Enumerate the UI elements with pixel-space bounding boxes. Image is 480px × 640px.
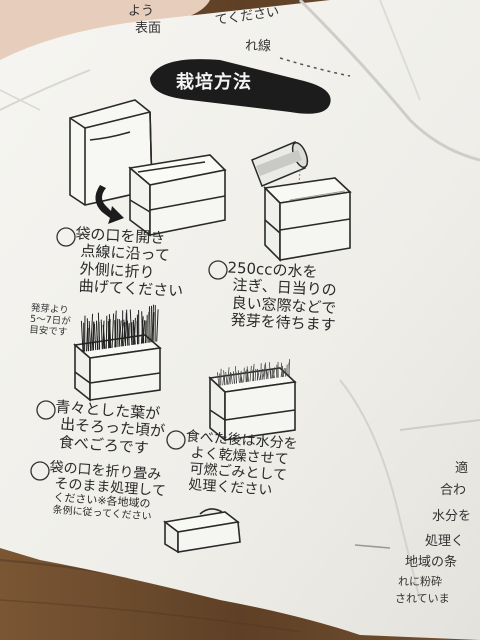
sprout-note: 発芽より 5〜7日が 目安です (29, 303, 72, 340)
step-number-circles (30, 227, 228, 481)
step1-illustration (69, 99, 227, 237)
package-title: 栽培方法 (176, 72, 252, 93)
top-snippet-4: れ線 (245, 39, 272, 54)
grass-blade (280, 362, 283, 378)
grass-blade (217, 372, 220, 386)
grass-blade (86, 318, 90, 352)
grass-blade (151, 304, 154, 343)
step2-box (263, 177, 352, 262)
grass-blade (116, 318, 119, 348)
grass-blade (271, 369, 273, 379)
title-band-text: 栽培方法 (150, 60, 335, 100)
grass-blade (243, 367, 245, 383)
grass-blade (114, 320, 116, 348)
grass-blade (88, 320, 91, 351)
grass-blade (130, 322, 133, 346)
grass-blade (246, 369, 249, 382)
step-5: ⑤袋の口を折り畳み そのまま処理して ください※各地域の 条例に従ってください (32, 458, 167, 523)
grass-blade (102, 325, 106, 349)
right-edge-4: 処理く (425, 534, 465, 549)
water-cup-icon (251, 141, 309, 187)
grass-blade (263, 364, 266, 380)
grass-blade (235, 366, 237, 384)
step4-illustration (208, 359, 297, 442)
grass-blade (223, 370, 226, 386)
top-snippet-1: よう (128, 4, 155, 19)
grass-blade (230, 373, 233, 385)
grass-blade (240, 373, 243, 383)
fold-arrow-icon (95, 185, 124, 224)
grass-blade (132, 319, 136, 345)
step3-illustration (73, 304, 162, 402)
grass-blade (105, 315, 108, 349)
grass-blade (252, 369, 254, 382)
grass-blade (156, 309, 159, 342)
grass-blade (222, 374, 225, 386)
grass-blade (272, 368, 275, 379)
right-edge-3: 水分を (432, 509, 472, 524)
grass-blade (111, 313, 115, 348)
grass-blade (125, 312, 127, 346)
grass-blade (96, 322, 99, 350)
grass-blade (126, 309, 129, 346)
right-edge-1: 適 (455, 461, 469, 476)
grass-blade (100, 319, 103, 350)
step-4: ④食べた後は水分を よく乾燥させて 可燃ごみとして 処理ください (168, 428, 298, 501)
step-3: ③青々とした葉が 出そろった頃が 食べごろです (38, 398, 166, 458)
step-2: ②250ccの水を 注ぎ、日当りの 良い窓際などで 発芽を待ちます (210, 259, 338, 334)
grass-blade (108, 314, 112, 349)
grass-blade (148, 306, 150, 343)
grass-icon-small (217, 359, 290, 386)
grass-blade (268, 362, 272, 379)
right-edge-6: れに粉砕 (398, 575, 442, 588)
grass-blade (97, 312, 100, 350)
top-snippet-2: 表面 (135, 21, 162, 36)
grass-blade (282, 368, 284, 377)
grass-blade (237, 370, 240, 384)
right-edge-2: 合わ (440, 483, 467, 498)
grass-blade (129, 309, 133, 346)
title-band (150, 59, 331, 114)
grass-blade (249, 365, 252, 382)
grass-blade (233, 372, 236, 384)
grass-blade (90, 313, 94, 351)
grass-blade (226, 367, 230, 385)
grass-blade (273, 367, 275, 379)
grass-blade (80, 320, 84, 352)
grass-icon (80, 304, 159, 352)
step5-illustration (163, 508, 241, 554)
grass-blade (142, 320, 145, 344)
right-edge-5: 地域の条 (405, 555, 458, 570)
grass-blade (132, 321, 134, 345)
grass-blade (108, 318, 111, 349)
grass-blade (141, 311, 144, 344)
grass-blade (152, 312, 155, 343)
grass-blade (93, 323, 97, 351)
dotted-fold-line (279, 57, 351, 77)
grass-blade (254, 368, 257, 381)
grass-blade (265, 362, 267, 380)
right-edge-7: されていま (395, 592, 450, 605)
grass-blade (225, 371, 228, 385)
grass-blade (150, 305, 152, 343)
grass-blade (270, 369, 272, 379)
grass-blade (246, 366, 249, 382)
grass-blade (288, 359, 290, 377)
step-1: ①袋の口を開き 点線に沿って 外側に折り 曲げてください (58, 225, 186, 300)
